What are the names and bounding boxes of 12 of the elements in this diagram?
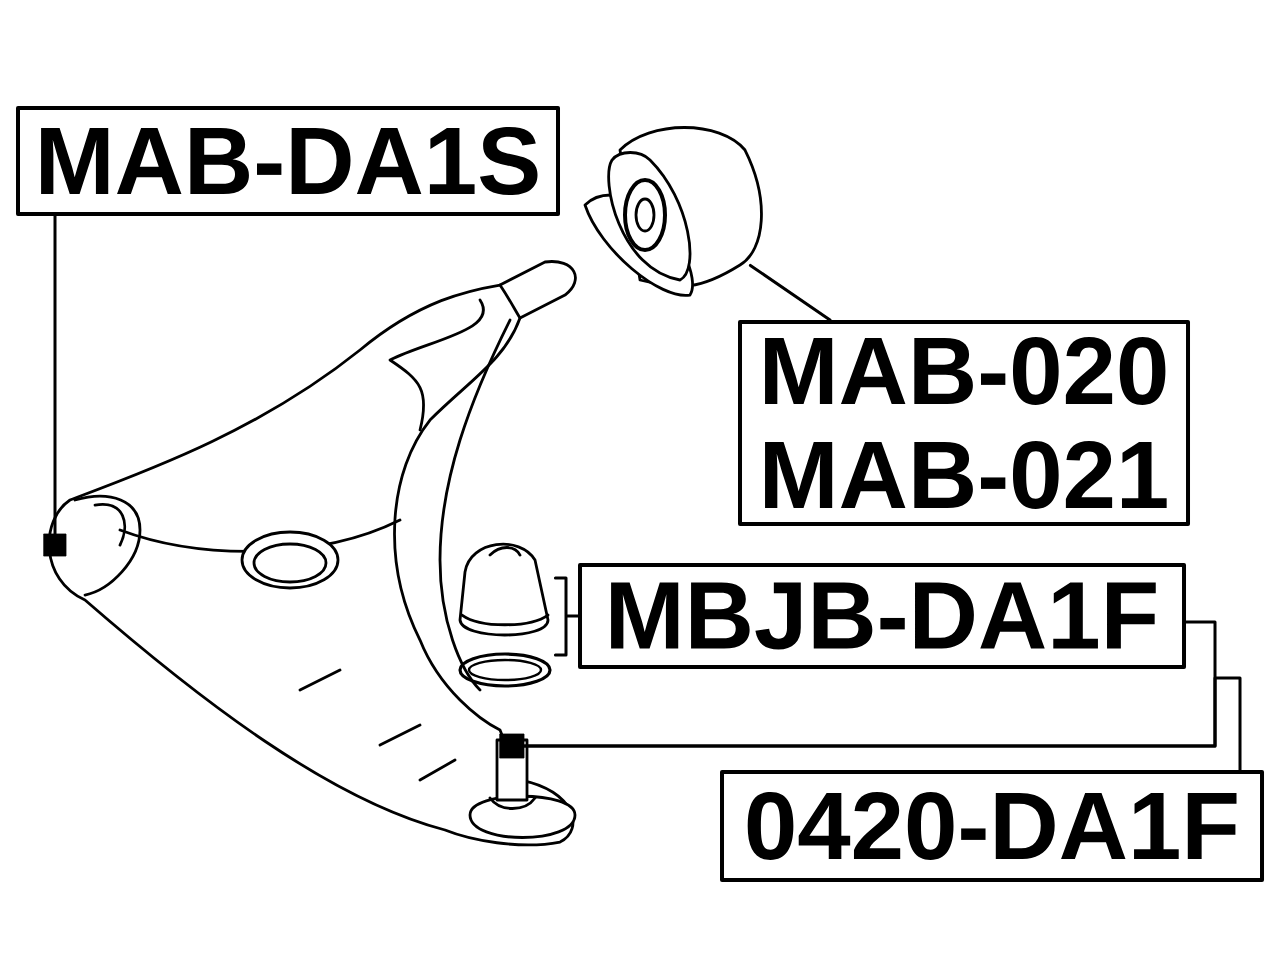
part-number-box: 0420-DA1F — [720, 770, 1264, 882]
marker-square — [43, 533, 67, 557]
part-number-box: MAB-DA1S — [16, 106, 560, 216]
part-drawing — [583, 126, 763, 297]
part-number-box: MBJB-DA1F — [578, 563, 1186, 669]
part-number-box: MAB-020 MAB-021 — [738, 320, 1190, 526]
leader-line — [748, 263, 832, 322]
leader-line — [553, 576, 580, 657]
leader-line — [53, 214, 57, 536]
marker-square — [499, 733, 525, 759]
part-drawing — [458, 542, 552, 688]
leader-line — [522, 676, 1242, 772]
